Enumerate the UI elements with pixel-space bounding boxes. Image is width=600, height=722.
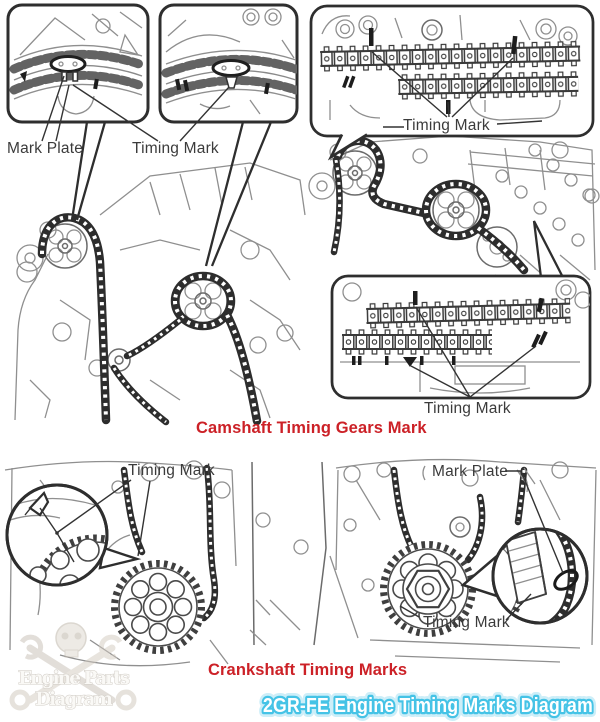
callout-box-mid-right [330, 220, 592, 400]
leader-lines-top-left [41, 75, 230, 142]
callout-box-top-left-2 [158, 3, 299, 124]
timing-mark-bottom-right-label: Timing Mark [423, 614, 510, 631]
mark-plate-top-label: Mark Plate [7, 140, 84, 157]
watermark-logo: Engine Parts Diagram [9, 622, 137, 711]
timing-mark-bottom-left-label: Timing Mark [128, 462, 215, 479]
engine-bottom-left-art [4, 460, 237, 667]
mark-plate-bottom-right-label: Mark Plate [432, 463, 509, 480]
engine-mid-left-art [14, 162, 306, 426]
timing-mark-top-label: Timing Mark [132, 140, 219, 157]
main-title-glow: 2GR-FE Engine Timing Marks Diagram [263, 695, 593, 717]
main-title: 2GR-FE Engine Timing Marks Diagram 2GR-F… [258, 690, 598, 722]
crankshaft-caption: Crankshaft Timing Marks [208, 661, 408, 679]
engine-bottom-right-art [335, 458, 597, 663]
callout-box-top-left-1 [6, 3, 150, 124]
watermark-line1: Engine Parts [18, 668, 130, 689]
engine-mid-right-art [308, 135, 600, 301]
main-title-text: 2GR-FE Engine Timing Marks Diagram [263, 695, 593, 717]
callout-box-top-right [309, 4, 595, 161]
magnifier-bottom-left [5, 483, 142, 587]
pointer-lines-top [70, 121, 273, 267]
camshaft-caption: Camshaft Timing Gears Mark [196, 419, 427, 437]
watermark-line2: Diagram [35, 689, 113, 710]
timing-mark-upper-right-label: Timing Mark [403, 117, 490, 134]
timing-mark-mid-right-label: Timing Mark [424, 400, 511, 417]
leader-lines-bottom [57, 465, 564, 621]
engine-bottom-middle-art [249, 461, 359, 646]
